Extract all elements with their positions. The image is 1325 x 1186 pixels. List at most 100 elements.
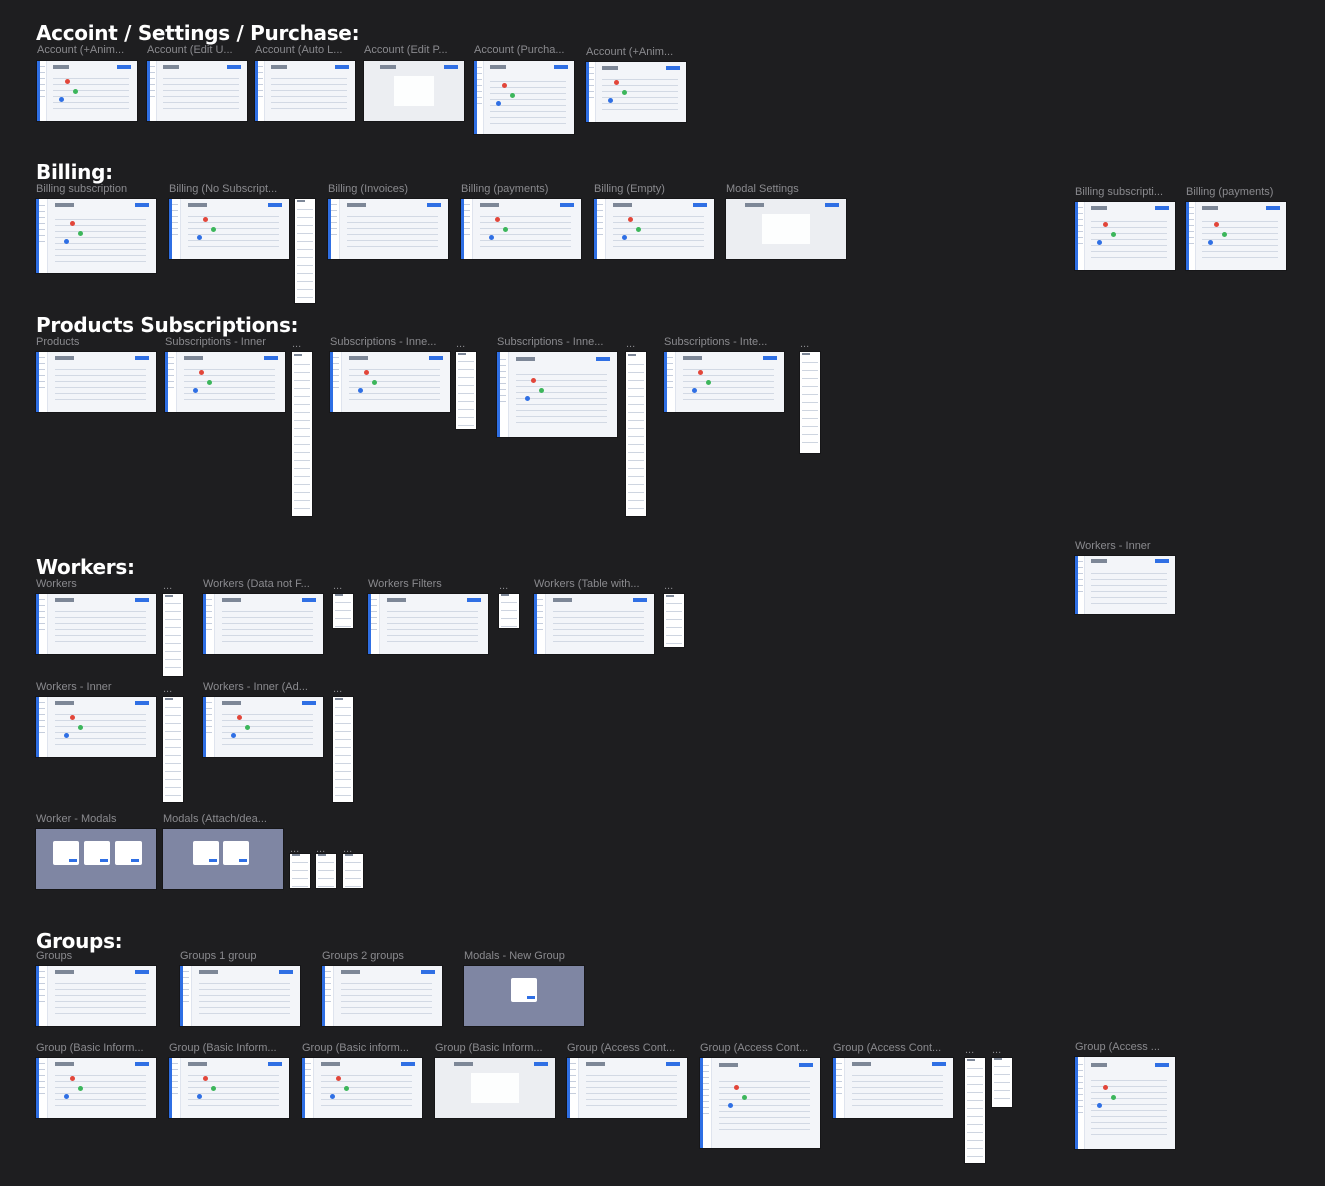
frame-thumbnail[interactable] (36, 199, 156, 273)
frame-label: Workers (Data not F... (203, 578, 310, 590)
frame-label: Modal Settings (726, 183, 799, 195)
frame-thumbnail[interactable] (700, 1058, 820, 1148)
frame-label: Group (Basic Inform... (36, 1042, 144, 1054)
frame-label: Modals - New Group (464, 950, 565, 962)
frame-thumbnail[interactable] (203, 697, 323, 757)
frame-thumbnail[interactable] (333, 594, 353, 628)
frame-thumbnail[interactable] (330, 352, 450, 412)
frame-label: ... (456, 338, 466, 350)
frame-label: Workers - Inner (36, 681, 112, 693)
section-title-account: Accoint / Settings / Purchase: (36, 21, 360, 45)
frame-label: Account (Purcha... (474, 44, 565, 56)
frame-label: Account (Edit U... (147, 44, 233, 56)
frame-label: Group (Basic Inform... (435, 1042, 543, 1054)
frame-thumbnail[interactable] (36, 352, 156, 412)
frame-thumbnail[interactable] (163, 594, 183, 676)
frame-label: ... (800, 338, 810, 350)
frame-label: Subscriptions - Inne... (330, 336, 437, 348)
frame-thumbnail[interactable] (1075, 1057, 1175, 1149)
frame-thumbnail[interactable] (169, 199, 289, 259)
frame-label: Workers - Inner (1075, 540, 1151, 552)
frame-label: ... (664, 580, 674, 592)
frame-label: Billing subscripti... (1075, 186, 1164, 198)
frame-thumbnail[interactable] (147, 61, 247, 121)
frame-label: Workers Filters (368, 578, 442, 590)
frame-thumbnail[interactable] (726, 199, 846, 259)
frame-thumbnail[interactable] (290, 854, 310, 888)
frame-thumbnail[interactable] (36, 966, 156, 1026)
frame-label: Modals (Attach/dea... (163, 813, 267, 825)
frame-thumbnail[interactable] (474, 61, 574, 134)
frame-thumbnail[interactable] (594, 199, 714, 259)
frame-label: Billing (payments) (461, 183, 549, 195)
frame-thumbnail[interactable] (1075, 202, 1175, 270)
frame-label: Group (Access Cont... (567, 1042, 676, 1054)
frame-thumbnail[interactable] (965, 1058, 985, 1163)
frame-thumbnail[interactable] (368, 594, 488, 654)
frame-thumbnail[interactable] (36, 829, 156, 889)
frame-thumbnail[interactable] (292, 352, 312, 516)
frame-label: Groups (36, 950, 73, 962)
frame-thumbnail[interactable] (626, 352, 646, 516)
frame-label: ... (292, 338, 302, 350)
frame-thumbnail[interactable] (497, 352, 617, 437)
frame-thumbnail[interactable] (567, 1058, 687, 1118)
frame-label: Group (Access Cont... (700, 1042, 809, 1054)
frame-thumbnail[interactable] (435, 1058, 555, 1118)
frame-label: Billing subscription (36, 183, 128, 195)
frame-thumbnail[interactable] (36, 697, 156, 757)
frame-label: Groups 2 groups (322, 950, 404, 962)
frame-thumbnail[interactable] (255, 61, 355, 121)
frame-label: Group (Access Cont... (833, 1042, 942, 1054)
frame-label: Account (Auto L... (255, 44, 343, 56)
frame-label: Worker - Modals (36, 813, 117, 825)
frame-thumbnail[interactable] (163, 697, 183, 802)
frame-thumbnail[interactable] (534, 594, 654, 654)
frame-label: Workers (36, 578, 77, 590)
frame-label: ... (163, 683, 173, 695)
frame-label: Billing (Invoices) (328, 183, 409, 195)
frame-thumbnail[interactable] (992, 1058, 1012, 1107)
frame-thumbnail[interactable] (36, 1058, 156, 1118)
frame-label: Account (+Anim... (37, 44, 125, 56)
frame-label: Account (Edit P... (364, 44, 448, 56)
frame-thumbnail[interactable] (316, 854, 336, 888)
frame-thumbnail[interactable] (180, 966, 300, 1026)
frame-thumbnail[interactable] (664, 352, 784, 412)
frame-thumbnail[interactable] (322, 966, 442, 1026)
frame-thumbnail[interactable] (163, 829, 283, 889)
frame-thumbnail[interactable] (664, 594, 684, 647)
frame-thumbnail[interactable] (461, 199, 581, 259)
frame-thumbnail[interactable] (203, 594, 323, 654)
section-title-groups: Groups: (36, 929, 123, 953)
frame-thumbnail[interactable] (333, 697, 353, 802)
frame-label: Products (36, 336, 80, 348)
frame-thumbnail[interactable] (586, 62, 686, 122)
frame-thumbnail[interactable] (302, 1058, 422, 1118)
frame-label: ... (626, 338, 636, 350)
frame-label: ... (965, 1044, 975, 1056)
frame-thumbnail[interactable] (1186, 202, 1286, 270)
frame-label: Subscriptions - Inner (165, 336, 266, 348)
frame-thumbnail[interactable] (37, 61, 137, 121)
frame-thumbnail[interactable] (364, 61, 464, 121)
frame-label: ... (333, 683, 343, 695)
frame-label: ... (333, 580, 343, 592)
frame-thumbnail[interactable] (328, 199, 448, 259)
frame-thumbnail[interactable] (499, 594, 519, 628)
frame-label: Group (Access ... (1075, 1041, 1160, 1053)
frame-thumbnail[interactable] (343, 854, 363, 888)
frame-thumbnail[interactable] (833, 1058, 953, 1118)
frame-label: Subscriptions - Inte... (664, 336, 768, 348)
frame-label: Subscriptions - Inne... (497, 336, 604, 348)
frame-thumbnail[interactable] (464, 966, 584, 1026)
frame-label: ... (992, 1044, 1002, 1056)
frame-thumbnail[interactable] (800, 352, 820, 453)
frame-thumbnail[interactable] (169, 1058, 289, 1118)
frame-thumbnail[interactable] (165, 352, 285, 412)
frame-thumbnail[interactable] (456, 352, 476, 429)
frame-thumbnail[interactable] (295, 199, 315, 303)
frame-label: Workers (Table with... (534, 578, 640, 590)
frame-thumbnail[interactable] (1075, 556, 1175, 614)
frame-thumbnail[interactable] (36, 594, 156, 654)
